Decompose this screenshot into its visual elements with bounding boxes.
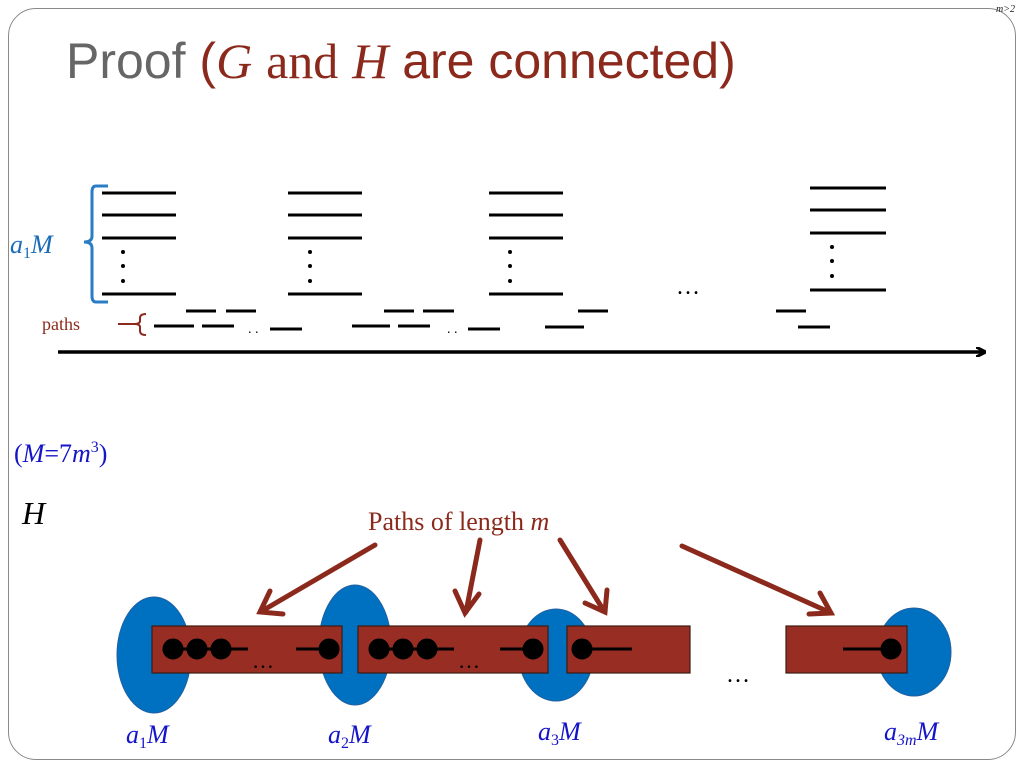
small-dots-2: . . bbox=[447, 322, 458, 337]
vertical-dots-1 bbox=[121, 250, 125, 283]
a1M-bracket-label: a1M bbox=[10, 230, 54, 262]
graph-h-diagram: Paths of length m … … bbox=[116, 507, 952, 752]
label-a3mM: a3mM bbox=[884, 717, 940, 749]
title-h: H bbox=[352, 33, 389, 89]
title-g: G bbox=[216, 33, 253, 89]
paths-of-length-caption: Paths of length m bbox=[368, 507, 549, 536]
vertical-dots-3 bbox=[508, 250, 512, 283]
graph-g-diagram: a1M bbox=[10, 184, 984, 352]
paths-bracket bbox=[133, 313, 147, 336]
label-a2M: a2M bbox=[328, 720, 372, 752]
arrow-to-bar-4 bbox=[679, 543, 832, 615]
arrow-to-bar-3 bbox=[557, 537, 607, 614]
H-label: H bbox=[21, 495, 47, 531]
bar-ellipsis-2: … bbox=[458, 648, 480, 673]
vertex-group-2 bbox=[288, 191, 362, 296]
vertical-dots-4 bbox=[830, 245, 834, 278]
vertex-group-1 bbox=[102, 191, 176, 296]
bar-ellipsis-1: … bbox=[252, 648, 274, 673]
path-segments bbox=[154, 309, 830, 331]
path-vertices-3 bbox=[571, 638, 632, 660]
vertical-dots-2 bbox=[308, 250, 312, 283]
slide-frame bbox=[8, 8, 1016, 760]
vertex-group-3 bbox=[489, 191, 563, 296]
page-title: Proof (G and H are connected) bbox=[66, 36, 736, 86]
bottom-ellipsis: … bbox=[726, 662, 750, 688]
vertex-group-4 bbox=[810, 186, 886, 292]
corner-note: m>2 bbox=[996, 4, 1015, 15]
arrow-to-bar-2 bbox=[463, 537, 483, 615]
a1M-bracket bbox=[83, 184, 108, 304]
label-a3M: a3M bbox=[538, 717, 582, 749]
label-a1M: a1M bbox=[126, 720, 170, 752]
small-dots-1: . . bbox=[248, 322, 259, 337]
title-paren: ( bbox=[199, 33, 217, 89]
path-vertices-4 bbox=[843, 638, 902, 660]
M-definition: (M=7m3) bbox=[14, 439, 107, 468]
paths-label: paths bbox=[42, 314, 80, 334]
arrow-to-bar-1 bbox=[259, 542, 378, 614]
top-ellipsis: … bbox=[676, 274, 700, 300]
path-vertices-1 bbox=[162, 638, 340, 660]
caption-arrows bbox=[256, 537, 836, 618]
title-rest: are connected) bbox=[402, 33, 736, 89]
title-proof: Proof bbox=[66, 33, 186, 89]
path-vertices-2 bbox=[368, 638, 544, 660]
title-and: and bbox=[266, 33, 339, 89]
